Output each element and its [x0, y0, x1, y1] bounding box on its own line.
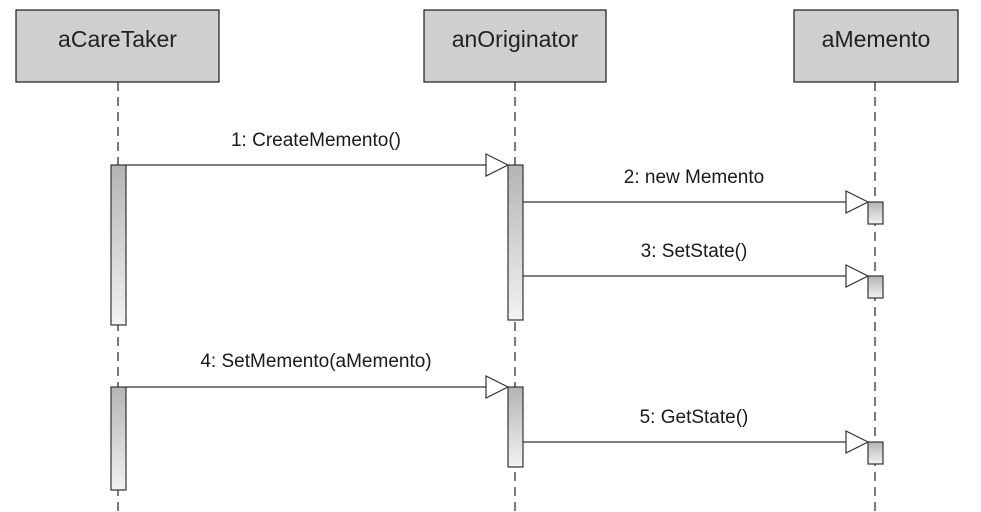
- message-1-arrowhead: [485, 153, 510, 177]
- message-2[interactable]: 2: new Memento: [523, 167, 870, 214]
- message-4-label: 4: SetMemento(aMemento): [200, 351, 431, 372]
- message-2-arrowhead: [845, 190, 870, 214]
- lifeline-originator[interactable]: anOriginator: [423, 9, 607, 83]
- message-3-arrowhead: [845, 264, 870, 288]
- message-2-label: 2: new Memento: [624, 167, 764, 188]
- lifeline-box-caretaker: [15, 9, 220, 83]
- activation-originator-2: [507, 386, 524, 468]
- message-1-label: 1: CreateMemento(): [231, 130, 401, 151]
- activation-memento-2: [867, 275, 884, 299]
- lifeline-title-caretaker: aCareTaker: [58, 26, 177, 52]
- lifeline-title-originator: anOriginator: [452, 26, 579, 52]
- message-5-label: 5: GetState(): [640, 407, 749, 428]
- activation-memento-3: [867, 441, 884, 465]
- lifeline-title-memento: aMemento: [822, 26, 931, 52]
- lifeline-memento[interactable]: aMemento: [793, 9, 959, 83]
- message-3[interactable]: 3: SetState(): [523, 241, 870, 288]
- message-1[interactable]: 1: CreateMemento(): [126, 130, 510, 177]
- message-5[interactable]: 5: GetState(): [523, 407, 870, 454]
- message-5-arrowhead: [845, 430, 870, 454]
- activation-caretaker-1: [110, 164, 127, 326]
- message-3-label: 3: SetState(): [641, 241, 748, 262]
- lifeline-box-memento: [793, 9, 959, 83]
- activation-caretaker-2: [110, 386, 127, 491]
- lifeline-caretaker[interactable]: aCareTaker: [15, 9, 220, 83]
- lifeline-box-originator: [423, 9, 607, 83]
- message-4[interactable]: 4: SetMemento(aMemento): [126, 351, 510, 399]
- activation-memento-1: [867, 201, 884, 225]
- activation-originator-1: [507, 164, 524, 321]
- message-4-arrowhead: [485, 375, 510, 399]
